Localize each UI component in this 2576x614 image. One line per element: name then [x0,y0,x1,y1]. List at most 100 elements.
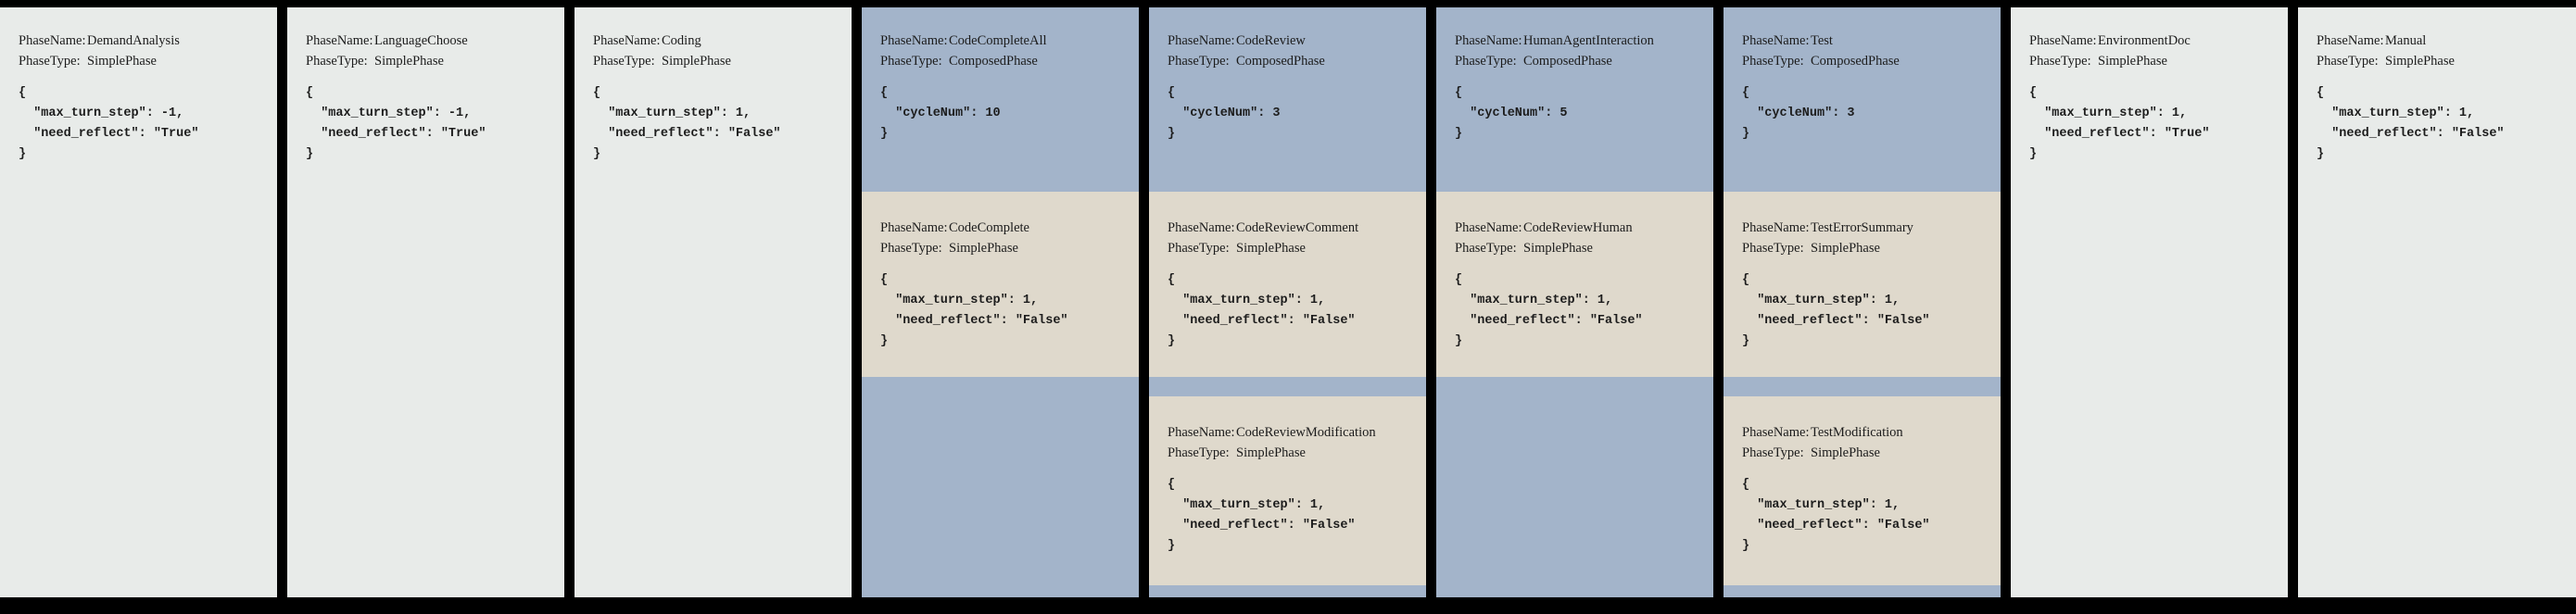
phase-name-row: PhaseName:CodeReviewHuman [1455,218,1704,238]
phase-config-board: PhaseName:DemandAnalysis PhaseType: Simpl… [0,7,2576,597]
phase-name-label: PhaseName: [1742,425,1810,440]
phase-name-label: PhaseName: [1742,33,1810,48]
phase-type-value: ComposedPhase [1523,54,1612,69]
phase-type-row: PhaseType: SimplePhase [593,51,842,71]
phase-name-label: PhaseName: [1168,425,1235,440]
phase-config-json: { "cycleNum": 5 } [1455,86,1568,141]
phase-head: PhaseName:Manual PhaseType: SimplePhase {… [2298,7,2576,165]
phase-name-row: PhaseName:CodeReviewComment [1168,218,1417,238]
phase-type-value: SimplePhase [662,54,731,69]
phase-type-value: SimplePhase [2385,54,2455,69]
phase-type-value: SimplePhase [87,54,157,69]
phase-name-value: EnvironmentDoc [2098,33,2191,48]
subphase-card-code-review-modification: PhaseName:CodeReviewModification PhaseTy… [1149,396,1426,585]
phase-name-label: PhaseName: [1742,220,1810,235]
phase-name-row: PhaseName:CodeCompleteAll [880,31,1130,51]
phase-name-value: Coding [662,33,701,48]
phase-name-value: Manual [2385,33,2427,48]
phase-name-label: PhaseName: [2029,33,2097,48]
phase-head: PhaseName:Coding PhaseType: SimplePhase {… [575,7,852,165]
phase-name-label: PhaseName: [1455,33,1522,48]
phase-card-language-choose: PhaseName:LanguageChoose PhaseType:Simpl… [287,7,564,597]
phase-type-label: PhaseType: [1455,241,1517,256]
phase-name-label: PhaseName: [1455,220,1522,235]
phase-type-label: PhaseType: [1168,241,1230,256]
phase-type-label: PhaseType: [1168,445,1230,460]
phase-head: PhaseName:DemandAnalysis PhaseType: Simpl… [0,7,277,165]
phase-config-json: { "max_turn_step": 1, "need_reflect": "F… [1168,478,1356,553]
phase-type-label: PhaseType: [1455,54,1517,69]
phase-card-human-agent-interaction: PhaseName:HumanAgentInteraction PhaseTyp… [1436,7,1713,597]
phase-name-value: CodeReview [1236,33,1306,48]
phase-name-row: PhaseName:Test [1742,31,1991,51]
phase-type-row: PhaseType: SimplePhase [1742,238,1991,258]
phase-type-label: PhaseType: [1168,54,1230,69]
phase-head: PhaseName:Test PhaseType:ComposedPhase {… [1724,7,2001,144]
phase-type-row: PhaseType:ComposedPhase [880,51,1130,71]
phase-type-label: PhaseType: [19,54,81,69]
phase-name-row: PhaseName:EnvironmentDoc [2029,31,2279,51]
phase-name-row: PhaseName:DemandAnalysis [19,31,268,51]
phase-type-label: PhaseType: [880,241,942,256]
subphase-card-code-review-comment: PhaseName:CodeReviewComment PhaseType:Si… [1149,192,1426,377]
phase-config-json: { "max_turn_step": -1, "need_reflect": "… [306,86,486,161]
phase-config-json: { "max_turn_step": 1, "need_reflect": "F… [593,86,781,161]
phase-type-value: ComposedPhase [949,54,1038,69]
phase-type-value: SimplePhase [1523,241,1593,256]
phase-config-json: { "max_turn_step": 1, "need_reflect": "F… [2317,86,2505,161]
phase-name-row: PhaseName:LanguageChoose [306,31,555,51]
phase-type-row: PhaseType: ComposedPhase [1168,51,1417,71]
phase-name-value: CodeReviewHuman [1523,220,1633,235]
subphase-card-test-modification: PhaseName:TestModification PhaseType: Sim… [1724,396,2001,585]
subphase-card-code-review-human: PhaseName:CodeReviewHuman PhaseType: Simp… [1436,192,1713,377]
phase-config-json: { "max_turn_step": 1, "need_reflect": "F… [1455,273,1643,348]
phase-name-value: Test [1811,33,1833,48]
phase-config-json: { "max_turn_step": -1, "need_reflect": "… [19,86,199,161]
phase-config-json: { "max_turn_step": 1, "need_reflect": "F… [1742,478,1930,553]
phase-config-json: { "max_turn_step": 1, "need_reflect": "F… [1742,273,1930,348]
phase-type-label: PhaseType: [2029,54,2091,69]
phase-type-value: SimplePhase [374,54,444,69]
phase-card-test: PhaseName:Test PhaseType:ComposedPhase {… [1724,7,2001,597]
phase-type-row: PhaseType: SimplePhase [2317,51,2567,71]
phase-name-label: PhaseName: [593,33,661,48]
phase-type-value: ComposedPhase [1236,54,1325,69]
phase-card-code-review: PhaseName: CodeReview PhaseType: ComposedP… [1149,7,1426,597]
phase-name-row: PhaseName:Coding [593,31,842,51]
phase-type-value: SimplePhase [1236,445,1306,460]
phase-type-row: PhaseType: SimplePhase [1455,238,1704,258]
phase-name-label: PhaseName: [880,220,948,235]
phase-type-value: SimplePhase [949,241,1018,256]
phase-name-label: PhaseName: [306,33,373,48]
phase-type-row: PhaseType: SimplePhase [1168,443,1417,463]
phase-config-json: { "cycleNum": 3 } [1168,86,1281,141]
phase-card-manual: PhaseName:Manual PhaseType: SimplePhase {… [2298,7,2576,597]
phase-name-value: CodeReviewComment [1236,220,1359,235]
phase-type-label: PhaseType: [2317,54,2379,69]
phase-type-row: PhaseType:SimplePhase [306,51,555,71]
phase-name-row: PhaseName:TestErrorSummary [1742,218,1991,238]
phase-name-row: PhaseName:CodeComplete [880,218,1130,238]
phase-type-value: SimplePhase [1811,445,1880,460]
phase-type-label: PhaseType: [1742,241,1804,256]
phase-type-row: PhaseType: ComposedPhase [1742,51,1991,71]
phase-type-label: PhaseType: [1742,445,1804,460]
phase-head: PhaseName:CodeCompleteAll PhaseType:Comp… [862,7,1139,144]
phase-card-demand-analysis: PhaseName:DemandAnalysis PhaseType: Simpl… [0,7,277,597]
phase-name-label: PhaseName: [1168,220,1235,235]
phase-name-value: CodeReviewModification [1236,425,1376,440]
phase-head: PhaseName:EnvironmentDoc PhaseType:Simpl… [2011,7,2288,165]
phase-type-row: PhaseType:SimplePhase [2029,51,2279,71]
phase-name-label: PhaseName: [2317,33,2384,48]
phase-name-row: PhaseName:CodeReviewModification [1168,422,1417,443]
phase-type-label: PhaseType: [593,54,655,69]
phase-type-label: PhaseType: [1742,54,1804,69]
phase-config-json: { "cycleNum": 10 } [880,86,1001,141]
phase-type-value: ComposedPhase [1811,54,1900,69]
phase-name-row: PhaseName:Manual [2317,31,2567,51]
phase-name-value: TestModification [1811,425,1903,440]
phase-type-value: SimplePhase [1811,241,1880,256]
phase-name-row: PhaseName:HumanAgentInteraction [1455,31,1704,51]
phase-card-code-complete-all: PhaseName:CodeCompleteAll PhaseType:Comp… [862,7,1139,597]
subphase-card-code-complete: PhaseName:CodeComplete PhaseType: SimpleP… [862,192,1139,377]
